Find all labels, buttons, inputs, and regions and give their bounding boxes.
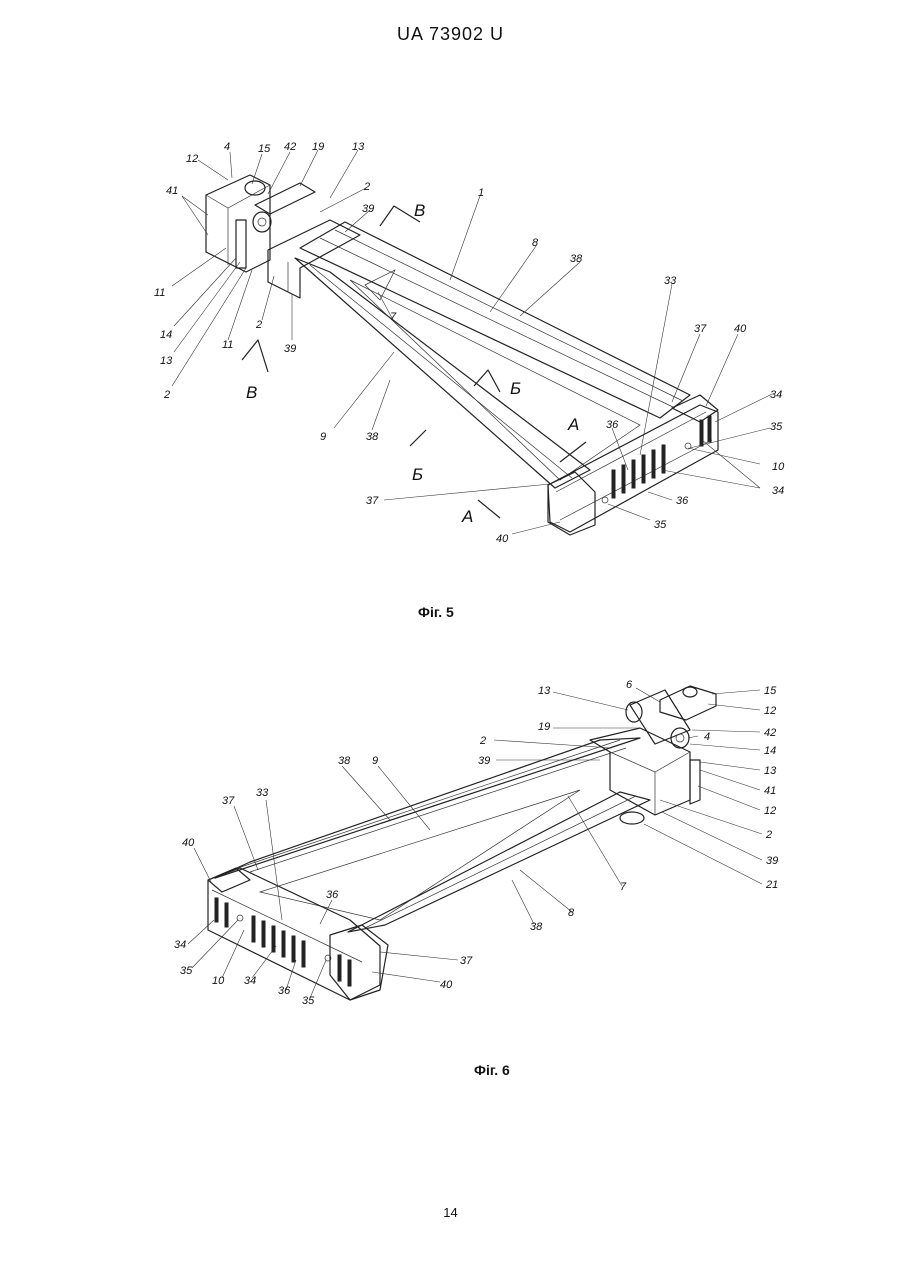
fig5-label: 37	[694, 323, 707, 335]
fig6-label: 37	[460, 955, 473, 967]
figure-5-labels: 12 4 15 42 19 13 41 2 39 В 1 8 38 11 14 …	[154, 141, 785, 545]
fig5-label: 2	[255, 319, 262, 331]
fig5-label: 12	[186, 153, 198, 165]
fig6-label: 35	[180, 965, 193, 977]
fig5-label: 42	[284, 141, 296, 153]
fig6-label: 12	[764, 705, 776, 717]
fig6-label: 34	[174, 939, 186, 951]
fig6-label: 19	[538, 721, 550, 733]
fig6-label: 2	[479, 735, 486, 747]
figure-6-drawing	[208, 686, 716, 1000]
fig6-label: 38	[530, 921, 543, 933]
fig6-label: 8	[568, 907, 575, 919]
fig6-label: 13	[538, 685, 551, 697]
fig6-label: 10	[212, 975, 225, 987]
fig5-label: 35	[770, 421, 783, 433]
fig5-section-letter: Б	[412, 465, 423, 484]
fig5-label: 7	[390, 311, 397, 323]
fig5-label: 2	[163, 389, 170, 401]
figure-5-butt-ribs	[612, 416, 711, 498]
fig6-label: 15	[764, 685, 777, 697]
figure-5-leaders	[172, 150, 772, 534]
fig6-label: 34	[244, 975, 256, 987]
fig5-section-letter: А	[461, 507, 473, 526]
fig5-section-letter: Б	[510, 379, 521, 398]
fig5-label: 9	[320, 431, 326, 443]
fig5-label: 2	[363, 181, 370, 193]
fig6-label: 35	[302, 995, 315, 1007]
fig6-label: 42	[764, 727, 776, 739]
fig5-section-letter: А	[567, 415, 579, 434]
fig6-label: 2	[765, 829, 772, 841]
fig5-label: 39	[362, 203, 374, 215]
fig5-label: 38	[366, 431, 379, 443]
fig6-label: 12	[764, 805, 776, 817]
fig6-label: 40	[440, 979, 453, 991]
fig5-label: 37	[366, 495, 379, 507]
fig6-label: 33	[256, 787, 269, 799]
fig5-label: 13	[352, 141, 365, 153]
fig5-section-letter: В	[414, 201, 425, 220]
fig5-label: 10	[772, 461, 785, 473]
fig6-label: 39	[478, 755, 490, 767]
figure-6-caption: Фіг. 6	[474, 1062, 510, 1078]
fig5-label: 41	[166, 185, 178, 197]
fig5-label: 8	[532, 237, 539, 249]
fig6-label: 37	[222, 795, 235, 807]
fig6-label: 14	[764, 745, 776, 757]
fig5-label: 15	[258, 143, 271, 155]
fig6-label: 9	[372, 755, 378, 767]
fig6-label: 40	[182, 837, 195, 849]
fig6-label: 21	[765, 879, 778, 891]
fig6-label: 36	[278, 985, 291, 997]
fig6-label: 13	[764, 765, 777, 777]
figure-5-drawing	[206, 175, 718, 535]
fig5-section-letter: В	[246, 383, 257, 402]
fig5-label: 40	[734, 323, 747, 335]
page-number: 14	[0, 1205, 901, 1220]
fig6-label: 36	[326, 889, 339, 901]
fig5-label: 4	[224, 141, 230, 153]
fig5-label: 38	[570, 253, 583, 265]
fig5-label: 36	[676, 495, 689, 507]
fig5-label: 1	[478, 187, 484, 199]
figure-5-caption: Фіг. 5	[418, 604, 454, 620]
fig5-label: 19	[312, 141, 324, 153]
fig5-label: 34	[770, 389, 782, 401]
fig6-label: 39	[766, 855, 778, 867]
fig5-label: 13	[160, 355, 173, 367]
fig5-label: 40	[496, 533, 509, 545]
fig5-label: 36	[606, 419, 619, 431]
fig5-label: 39	[284, 343, 296, 355]
fig6-label: 4	[704, 731, 710, 743]
fig5-label: 11	[154, 287, 165, 299]
fig5-label: 35	[654, 519, 667, 531]
fig5-label: 34	[772, 485, 784, 497]
fig5-label: 14	[160, 329, 172, 341]
fig5-label: 33	[664, 275, 677, 287]
fig6-label: 38	[338, 755, 351, 767]
fig6-label: 41	[764, 785, 776, 797]
fig6-label: 6	[626, 679, 633, 691]
fig5-label: 11	[222, 339, 233, 351]
fig6-label: 7	[620, 881, 627, 893]
